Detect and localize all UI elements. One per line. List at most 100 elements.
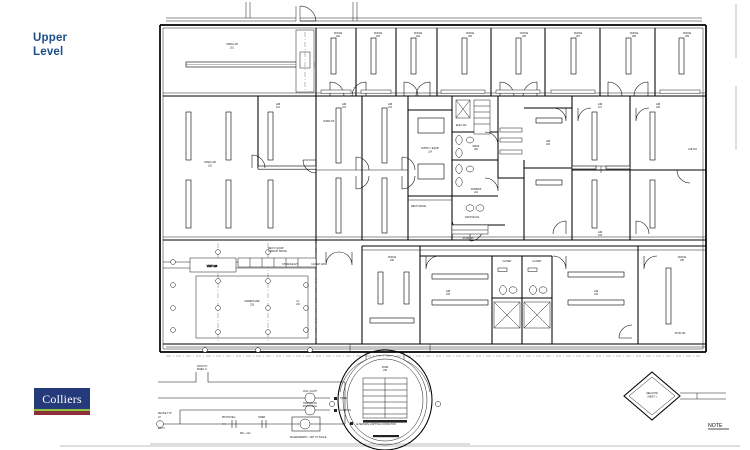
svg-text:STAIR: STAIR — [382, 366, 389, 369]
svg-text:COIL / LIGHT: COIL / LIGHT — [303, 391, 318, 393]
svg-text:205: 205 — [468, 36, 473, 38]
svg-text:STOR 232: STOR 232 — [675, 333, 687, 335]
logo-wordmark: Colliers — [42, 391, 82, 406]
svg-text:PHOTO CELL: PHOTO CELL — [303, 406, 318, 408]
svg-text:234: 234 — [594, 294, 599, 296]
lower-band: VEST 226 MECH / EQUIP CONDUIT ABOVE STOR… — [163, 240, 706, 357]
svg-text:221: 221 — [474, 192, 479, 194]
sheet-note: NOTE — [708, 423, 729, 430]
svg-text:CLOSET: CLOSET — [532, 261, 542, 263]
svg-text:VEST 226: VEST 226 — [207, 266, 218, 268]
svg-text:SHEET 1: SHEET 1 — [647, 397, 657, 399]
svg-text:LAB: LAB — [598, 231, 603, 234]
svg-text:LAB: LAB — [594, 290, 599, 293]
colliers-logo: Colliers — [34, 388, 90, 415]
svg-text:WOMENS: WOMENS — [471, 189, 482, 191]
svg-text:TIMER: TIMER — [340, 398, 347, 400]
svg-text:231: 231 — [296, 304, 301, 306]
svg-text:LAB: LAB — [598, 103, 603, 106]
svg-text:OFFICE: OFFICE — [334, 33, 343, 35]
svg-text:MECH SPACE: MECH SPACE — [411, 205, 426, 208]
svg-text:LAB: LAB — [446, 290, 451, 293]
svg-text:OFFICE: OFFICE — [683, 33, 692, 35]
svg-text:203: 203 — [376, 36, 381, 38]
svg-text:CONTROL: CONTROL — [340, 410, 352, 412]
svg-text:229: 229 — [250, 304, 255, 306]
svg-text:CONN TO: CONN TO — [197, 366, 208, 368]
svg-text:LAB: LAB — [388, 103, 393, 106]
svg-text:PHOTOCELL: PHOTOCELL — [222, 417, 237, 419]
svg-text:DEVICE TYP: DEVICE TYP — [158, 413, 172, 415]
svg-text:ELEV 223: ELEV 223 — [456, 125, 467, 127]
svg-text:OFFICE: OFFICE — [678, 257, 687, 259]
svg-text:230: 230 — [390, 260, 395, 262]
svg-text:MENS: MENS — [473, 146, 480, 148]
svg-text:OFFICE: OFFICE — [520, 33, 529, 35]
svg-text:213: 213 — [388, 107, 393, 109]
page-title: Upper Level — [33, 32, 67, 59]
svg-text:CONDUIT ABOVE: CONDUIT ABOVE — [268, 250, 287, 253]
svg-text:LAB: LAB — [546, 140, 551, 143]
svg-text:201: 201 — [230, 47, 235, 49]
svg-text:OFFICE: OFFICE — [466, 33, 475, 35]
svg-text:233: 233 — [446, 294, 451, 296]
svg-text:LAB 219: LAB 219 — [688, 148, 698, 151]
svg-text:212: 212 — [342, 107, 347, 109]
building-envelope — [159, 17, 707, 353]
svg-text:OPEN LAB: OPEN LAB — [226, 43, 238, 46]
svg-text:DIAGRAMMATIC - NOT TO SCALE: DIAGRAMMATIC - NOT TO SCALE — [290, 436, 327, 439]
svg-text:TIME CLOCK: TIME CLOCK — [303, 403, 318, 405]
svg-text:202: 202 — [336, 36, 341, 38]
svg-text:CLOSET: CLOSET — [502, 261, 512, 263]
svg-text:SUPPLY / EQUIP: SUPPLY / EQUIP — [421, 148, 439, 150]
svg-text:PANEL 'A': PANEL 'A' — [197, 368, 208, 371]
svg-text:OFFICE: OFFICE — [630, 33, 639, 35]
svg-text:MECH / EQUIP: MECH / EQUIP — [268, 248, 284, 250]
logo-accent-maroon — [34, 411, 90, 415]
svg-text:236: 236 — [383, 370, 388, 372]
svg-text:235: 235 — [680, 260, 685, 262]
riser-schematic-detail: CONN TO PANEL 'A' COIL / LIGHT TIME CLOC… — [150, 366, 470, 445]
svg-text:LAB: LAB — [656, 103, 661, 106]
logo-accent-green — [34, 409, 90, 411]
page-title-line-1: Upper — [33, 32, 68, 44]
svg-text:PNL - A12: PNL - A12 — [240, 432, 251, 435]
svg-text:AT: AT — [158, 416, 161, 419]
svg-text:206: 206 — [522, 36, 527, 38]
svg-text:CORR 215: CORR 215 — [323, 121, 335, 123]
svg-text:208: 208 — [632, 36, 637, 38]
svg-text:WAREHOUSE: WAREHOUSE — [245, 300, 260, 303]
closet-pair: CLOSET CLOSET — [492, 255, 553, 344]
svg-text:214: 214 — [428, 151, 433, 153]
svg-text:STAIR 225: STAIR 225 — [462, 237, 474, 240]
svg-text:211: 211 — [276, 107, 280, 109]
svg-text:216: 216 — [546, 144, 551, 146]
svg-text:209: 209 — [685, 36, 690, 38]
svg-text:TIMER: TIMER — [258, 417, 265, 419]
svg-text:ALTERNATE LIGHTING CONTACTOR: ALTERNATE LIGHTING CONTACTOR — [356, 423, 396, 426]
core-restrooms: ELEV 223 — [451, 95, 525, 242]
svg-text:NOTE: NOTE — [708, 423, 723, 429]
svg-text:210: 210 — [208, 165, 213, 167]
svg-text:220: 220 — [474, 149, 479, 151]
logo-box: Colliers — [34, 388, 90, 409]
svg-text:OFFICE: OFFICE — [574, 33, 583, 35]
svg-text:SEE NOTE: SEE NOTE — [646, 393, 658, 395]
svg-text:OFFICE: OFFICE — [374, 33, 383, 35]
svg-text:OPEN LAB: OPEN LAB — [204, 161, 216, 164]
key-plan-symbol: SEE NOTE SHEET 1 — [623, 371, 726, 421]
svg-text:OFFICE: OFFICE — [388, 257, 397, 259]
svg-text:219: 219 — [598, 235, 603, 237]
svg-text:OFFICE: OFFICE — [414, 33, 423, 35]
svg-text:LAB: LAB — [276, 103, 281, 106]
svg-text:CL: CL — [297, 301, 301, 303]
svg-text:218: 218 — [656, 107, 661, 109]
svg-text:STORAGE 227: STORAGE 227 — [282, 263, 298, 266]
svg-text:CLOSET 228: CLOSET 228 — [311, 264, 325, 266]
svg-text:EACH: EACH — [158, 427, 165, 430]
